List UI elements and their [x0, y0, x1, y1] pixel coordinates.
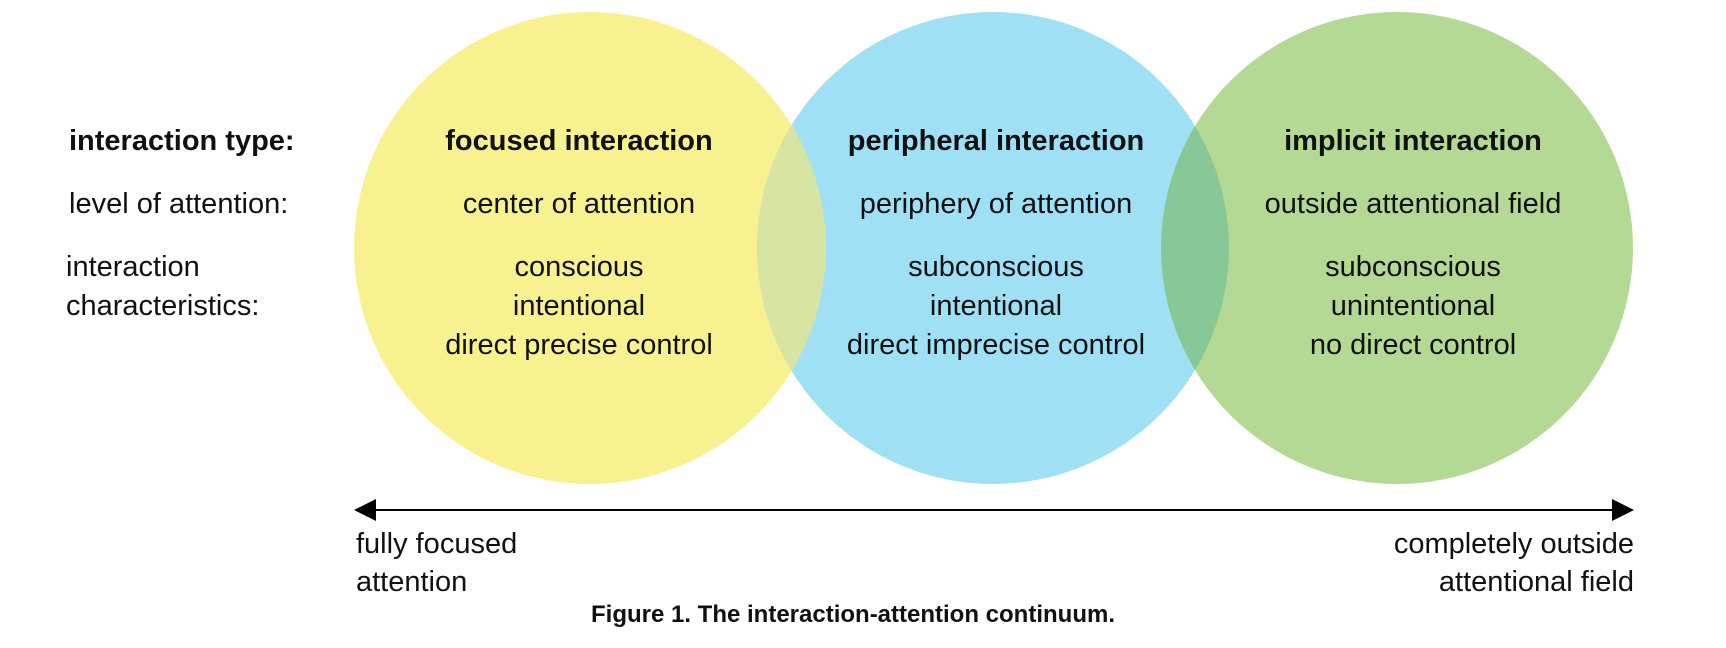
characteristic-line: intentional	[512, 290, 646, 322]
focused-interaction-circle	[354, 12, 826, 484]
axis-label-line: attention	[356, 566, 468, 598]
peripheral-attention-level: periphery of attention	[859, 188, 1133, 220]
row-label-interaction-characteristics: interaction characteristics:	[66, 248, 259, 326]
characteristic-line: subconscious	[908, 251, 1084, 283]
focused-characteristics: conscious intentional direct precise con…	[359, 248, 799, 365]
axis-right-label: completely outside attentional field	[1394, 525, 1634, 601]
characteristic-line: direct precise control	[445, 329, 713, 361]
peripheral-interaction-title: peripheral interaction	[847, 125, 1145, 157]
focused-attention-level: center of attention	[462, 188, 696, 220]
row-label-level-of-attention: level of attention:	[69, 188, 289, 220]
implicit-characteristics: subconscious unintentional no direct con…	[1193, 248, 1633, 365]
characteristic-line: intentional	[929, 290, 1063, 322]
axis-label-line: completely outside	[1393, 528, 1634, 560]
axis-label-line: fully focused	[356, 528, 518, 560]
figure-caption: Figure 1. The interaction-attention cont…	[590, 601, 1115, 628]
implicit-attention-level: outside attentional field	[1264, 188, 1562, 220]
row-label-interaction-type: interaction type:	[69, 125, 295, 157]
row-label-line: characteristics:	[66, 290, 260, 322]
implicit-interaction-title: implicit interaction	[1284, 125, 1542, 157]
axis-right-arrowhead	[1612, 499, 1634, 521]
characteristic-line: conscious	[514, 251, 644, 283]
characteristic-line: unintentional	[1330, 290, 1496, 322]
axis-left-label: fully focused attention	[356, 525, 517, 601]
axis-label-line: attentional field	[1438, 566, 1634, 598]
implicit-interaction-circle	[1161, 12, 1633, 484]
axis-left-arrowhead	[354, 499, 376, 521]
characteristic-line: no direct control	[1309, 329, 1517, 361]
characteristic-line: direct imprecise control	[846, 329, 1146, 361]
characteristic-line: subconscious	[1325, 251, 1501, 283]
peripheral-characteristics: subconscious intentional direct imprecis…	[776, 248, 1216, 365]
row-label-line: interaction	[66, 251, 200, 283]
focused-interaction-title: focused interaction	[445, 125, 713, 157]
peripheral-interaction-circle	[757, 12, 1229, 484]
